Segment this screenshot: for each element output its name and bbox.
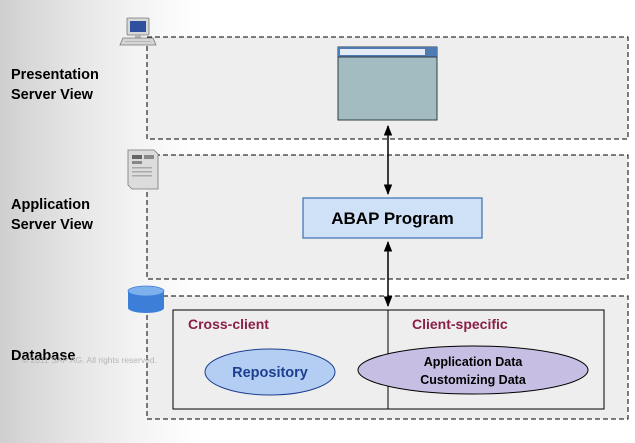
abap-program-box xyxy=(302,197,483,239)
application-data-label: Application Data xyxy=(424,355,524,369)
abap-program-label: ABAP Program xyxy=(331,209,454,228)
application-layer-label: Application Server View xyxy=(11,197,93,233)
cross-client-label: Cross-client xyxy=(188,316,269,332)
server-icon xyxy=(127,149,159,190)
customizing-data-label: Customizing Data xyxy=(420,373,527,387)
computer-icon xyxy=(119,17,157,46)
presentation-window xyxy=(337,46,438,121)
repository-label: Repository xyxy=(232,365,308,381)
application-data-ellipse xyxy=(357,345,589,395)
client-specific-label: Client-specific xyxy=(412,316,508,332)
presentation-layer-label: Presentation Server View xyxy=(11,67,99,103)
database-layer-label: Database xyxy=(11,348,76,364)
copyright-text: © 2011 SAP AG. All rights reserved. xyxy=(22,355,157,365)
database-icon xyxy=(127,285,165,313)
repository-ellipse xyxy=(204,348,336,396)
